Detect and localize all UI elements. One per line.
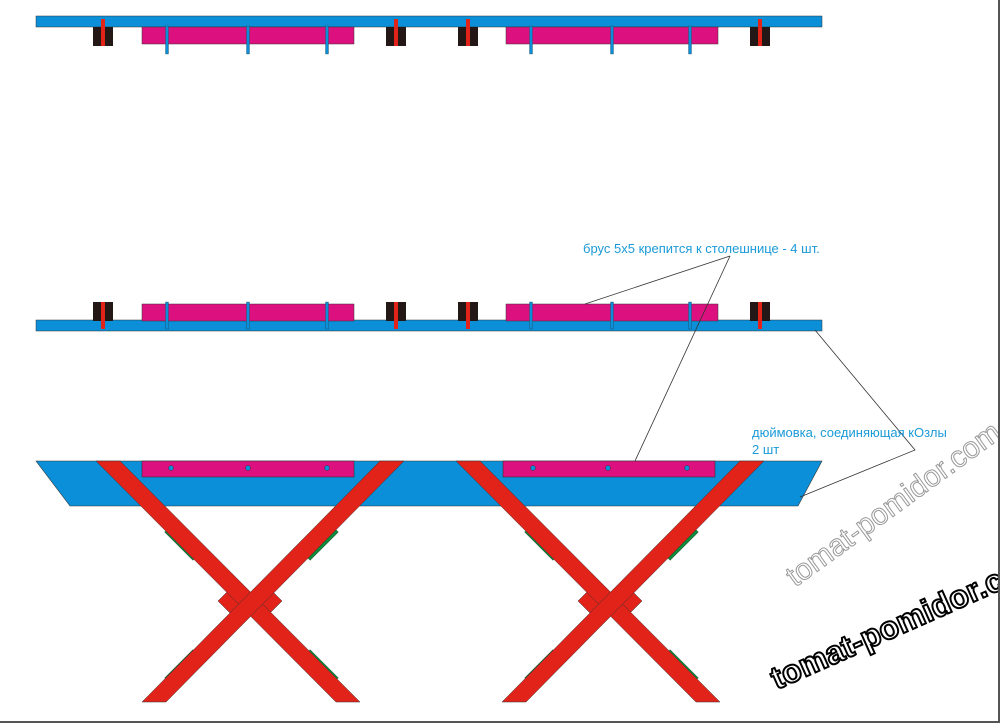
cross-board — [165, 301, 169, 330]
cross-board — [688, 301, 692, 330]
bolt-hole — [168, 465, 174, 471]
leg — [141, 460, 405, 703]
cross-board — [165, 25, 169, 55]
cross-board — [246, 25, 250, 55]
leg-edge — [394, 302, 398, 329]
bolt-hole — [605, 465, 611, 471]
tabletop-board — [35, 319, 823, 332]
bolt-hole — [324, 465, 330, 471]
middle-view-assembly — [35, 301, 823, 332]
cross-board — [529, 301, 533, 330]
cross-board — [529, 25, 533, 55]
bolt-hole — [245, 465, 251, 471]
tabletop-board — [35, 15, 823, 28]
leader-line — [799, 329, 916, 498]
leg — [455, 460, 721, 703]
cross-board — [246, 301, 250, 330]
leg-edge — [466, 19, 470, 46]
leg — [95, 460, 361, 703]
beam-annotation: брус 5х5 крепится к столешнице - 4 шт. — [583, 241, 820, 256]
x-leg-trestle — [95, 460, 405, 703]
bolt-hole — [684, 465, 690, 471]
leg-edge — [101, 19, 105, 46]
cross-board — [610, 301, 614, 330]
cross-board — [325, 25, 329, 55]
board-annotation-line2: 2 шт — [752, 442, 780, 457]
cross-board — [610, 25, 614, 55]
board-annotation-line1: дюймовка, соединяющая кОзлы — [752, 425, 947, 440]
leader-line — [584, 255, 731, 305]
annotation-leaders — [584, 255, 916, 498]
leg-edge — [758, 19, 762, 46]
leg-edge — [466, 302, 470, 329]
x-leg-trestle — [455, 460, 765, 703]
side-view-assembly — [35, 460, 823, 703]
top-view-assembly — [35, 15, 823, 55]
leg-edge — [394, 19, 398, 46]
leader-line — [634, 255, 731, 462]
cross-board — [325, 301, 329, 330]
leg — [501, 460, 765, 703]
bolt-hole — [530, 465, 536, 471]
leg-edge — [101, 302, 105, 329]
cross-board — [688, 25, 692, 55]
leg-edge — [758, 302, 762, 329]
